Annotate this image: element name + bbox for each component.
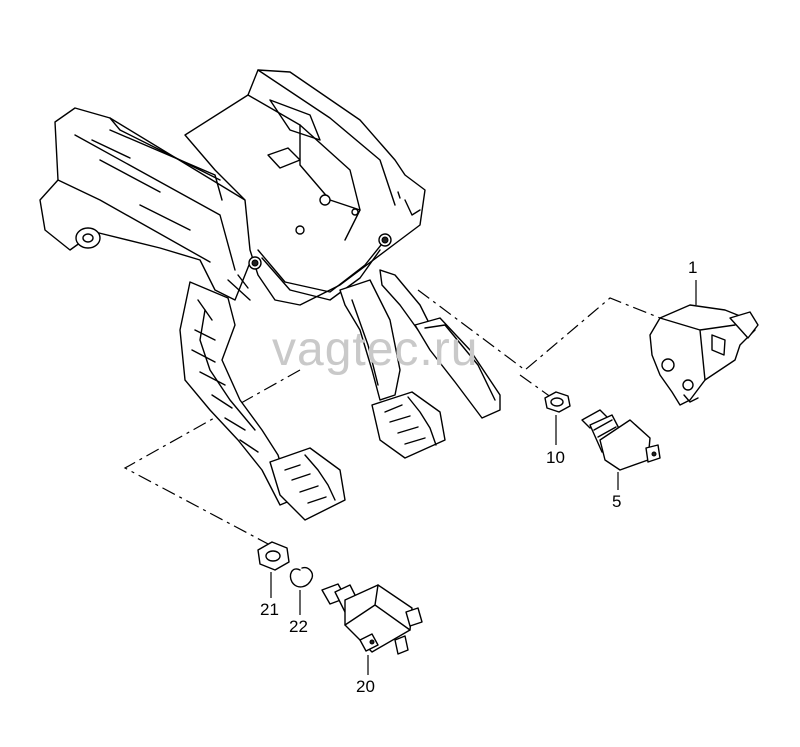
accelerator-pedal: [379, 269, 501, 419]
pedal-bracket: [39, 69, 426, 306]
callout-20: 20: [356, 677, 375, 696]
part-1-switch-housing: [649, 304, 759, 406]
clutch-pedal: [179, 281, 346, 521]
callout-5: 5: [612, 492, 622, 511]
part-10-nut: [544, 391, 571, 413]
callout-10: 10: [546, 448, 565, 467]
ref-line-switch-1: [417, 289, 661, 371]
part-21-nut: [257, 541, 290, 571]
leader-lines: [270, 280, 697, 675]
callout-1: 1: [688, 258, 698, 277]
callout-22: 22: [289, 617, 308, 636]
brake-pedal: [339, 279, 446, 459]
callout-21: 21: [260, 600, 279, 619]
watermark-text: vagtec.ru: [272, 323, 479, 376]
part-22-clip: [289, 566, 314, 588]
part-5-brake-switch: [581, 409, 661, 471]
part-20-clutch-switch: [321, 583, 423, 655]
